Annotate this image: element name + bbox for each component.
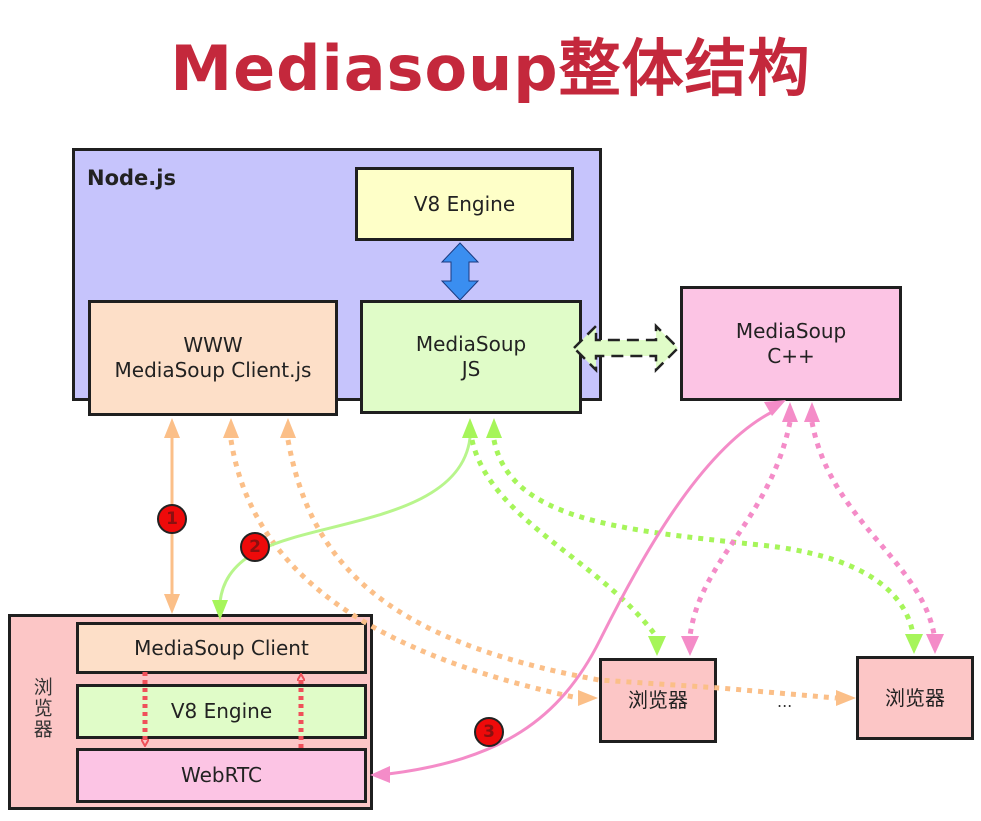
link-1-arrow-down	[164, 594, 180, 614]
v8-engine-browser-box: V8 Engine	[76, 684, 367, 739]
www-client-box: WWW MediaSoup Client.js	[88, 300, 338, 416]
mediasoup-client-js-label: MediaSoup Client.js	[114, 358, 312, 382]
orange-arrow-up-2	[280, 418, 296, 438]
mediasoup-cpp-label-1: MediaSoup	[735, 318, 847, 343]
link-2-arrow-down	[212, 600, 228, 620]
pink-dotted-link-peer-1	[687, 421, 793, 637]
mediasoup-cpp-label-2: C++	[767, 343, 815, 368]
link-3-arrow-webrtc	[370, 766, 390, 783]
step-badge-2: 2	[240, 532, 270, 562]
green-arrow-peer-2	[905, 634, 923, 654]
browser-peer-2-label: 浏览器	[885, 685, 945, 710]
orange-dotted-link-to-peer-2	[285, 439, 837, 701]
browser-peer-1-label: 浏览器	[628, 688, 688, 712]
green-dotted-link-peer-1	[469, 439, 659, 638]
v8-engine-server-box: V8 Engine	[355, 167, 574, 241]
js-cpp-dashed-double-arrow	[572, 322, 680, 374]
pink-arrow-up-1	[782, 402, 798, 422]
pink-dotted-link-peer-2	[809, 421, 937, 635]
nodejs-label: Node.js	[87, 166, 176, 190]
link-1-arrow-up	[164, 418, 180, 438]
browser-container-label: 浏览器	[30, 677, 53, 740]
mediasoup-client-box: MediaSoup Client	[76, 622, 367, 674]
green-arrow-peer-1	[648, 636, 666, 656]
mediasoup-client-label: MediaSoup Client	[134, 635, 309, 660]
pink-arrow-up-2	[804, 402, 820, 422]
webrtc-box: WebRTC	[76, 748, 367, 803]
mediasoup-cpp-box: MediaSoup C++	[680, 286, 902, 401]
mediasoup-js-label-1: MediaSoup	[415, 332, 527, 356]
browser-peer-1: 浏览器	[599, 658, 717, 743]
v8-engine-server-label: V8 Engine	[413, 191, 516, 216]
link-2-js-client	[218, 437, 472, 603]
orange-arrow-peer-1	[578, 690, 598, 706]
green-arrow-up-2	[486, 418, 502, 438]
orange-dotted-link-to-peer-1	[228, 439, 579, 701]
orange-arrow-peer-2	[836, 690, 856, 706]
green-dotted-link-peer-2	[491, 439, 916, 635]
mediasoup-js-label-2: JS	[461, 357, 481, 381]
webrtc-label: WebRTC	[180, 763, 263, 787]
v8-engine-browser-label: V8 Engine	[170, 699, 273, 723]
orange-arrow-up-1	[223, 418, 239, 438]
link-3-arrow-cpp	[764, 400, 786, 416]
v8-js-blue-double-arrow	[440, 242, 480, 301]
pink-arrow-peer-2	[926, 634, 944, 654]
browser-peer-2: 浏览器	[856, 656, 974, 740]
page-title: Mediasoup整体结构	[170, 32, 811, 105]
mediasoup-js-box: MediaSoup JS	[360, 300, 582, 414]
www-label: WWW	[183, 333, 243, 357]
step-badge-3: 3	[474, 717, 504, 747]
step-badge-1: 1	[157, 504, 187, 534]
pink-arrow-peer-1	[681, 636, 699, 656]
link-3-cpp-webrtc	[387, 410, 773, 776]
link-2-arrow-up	[462, 418, 478, 438]
ellipsis-label: ...	[777, 692, 793, 711]
